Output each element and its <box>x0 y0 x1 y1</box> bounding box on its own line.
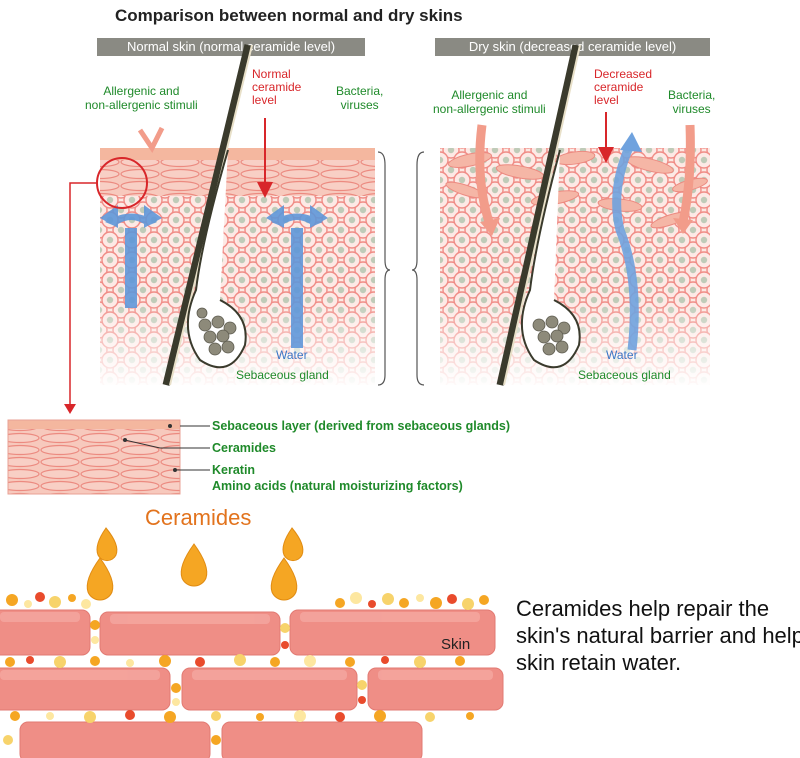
dry-ceramide-label: Decreased ceramide level <box>594 67 653 107</box>
dry-water-label: Water <box>606 348 638 362</box>
dry-skin-illustration <box>411 44 710 386</box>
normal-stimuli-label: Allergenic and non-allergenic stimuli <box>85 84 198 112</box>
normal-bacteria-label: Bacteria, viruses <box>336 84 384 112</box>
legend-sebaceous-layer: Sebaceous layer (derived from sebaceous … <box>212 419 511 433</box>
normal-gland-label: Sebaceous gland <box>236 368 329 382</box>
normal-ceramide-label: Normal ceramide level <box>252 67 302 107</box>
legend-amino-acids: Amino acids (natural moisturizing factor… <box>212 479 463 493</box>
ceramide-barrier-illustration <box>0 527 504 758</box>
normal-water-label: Water <box>276 348 308 362</box>
diagram-title: Comparison between normal and dry skins <box>115 6 463 25</box>
dry-bacteria-label: Bacteria, viruses <box>668 88 716 116</box>
skin-label: Skin <box>441 636 471 653</box>
normal-skin-header: Normal skin (normal ceramide level) <box>97 38 365 56</box>
dry-gland-label: Sebaceous gland <box>578 368 671 382</box>
magnified-layers <box>7 419 210 495</box>
legend-keratin: Keratin <box>212 463 256 477</box>
dry-stimuli-label: Allergenic and non-allergenic stimuli <box>433 88 546 116</box>
ceramides-description: Ceramides help repair the skin's natural… <box>516 596 800 675</box>
legend-ceramides: Ceramides <box>212 441 276 455</box>
ceramides-title: Ceramides <box>145 505 252 530</box>
normal-skin-illustration <box>64 44 391 414</box>
